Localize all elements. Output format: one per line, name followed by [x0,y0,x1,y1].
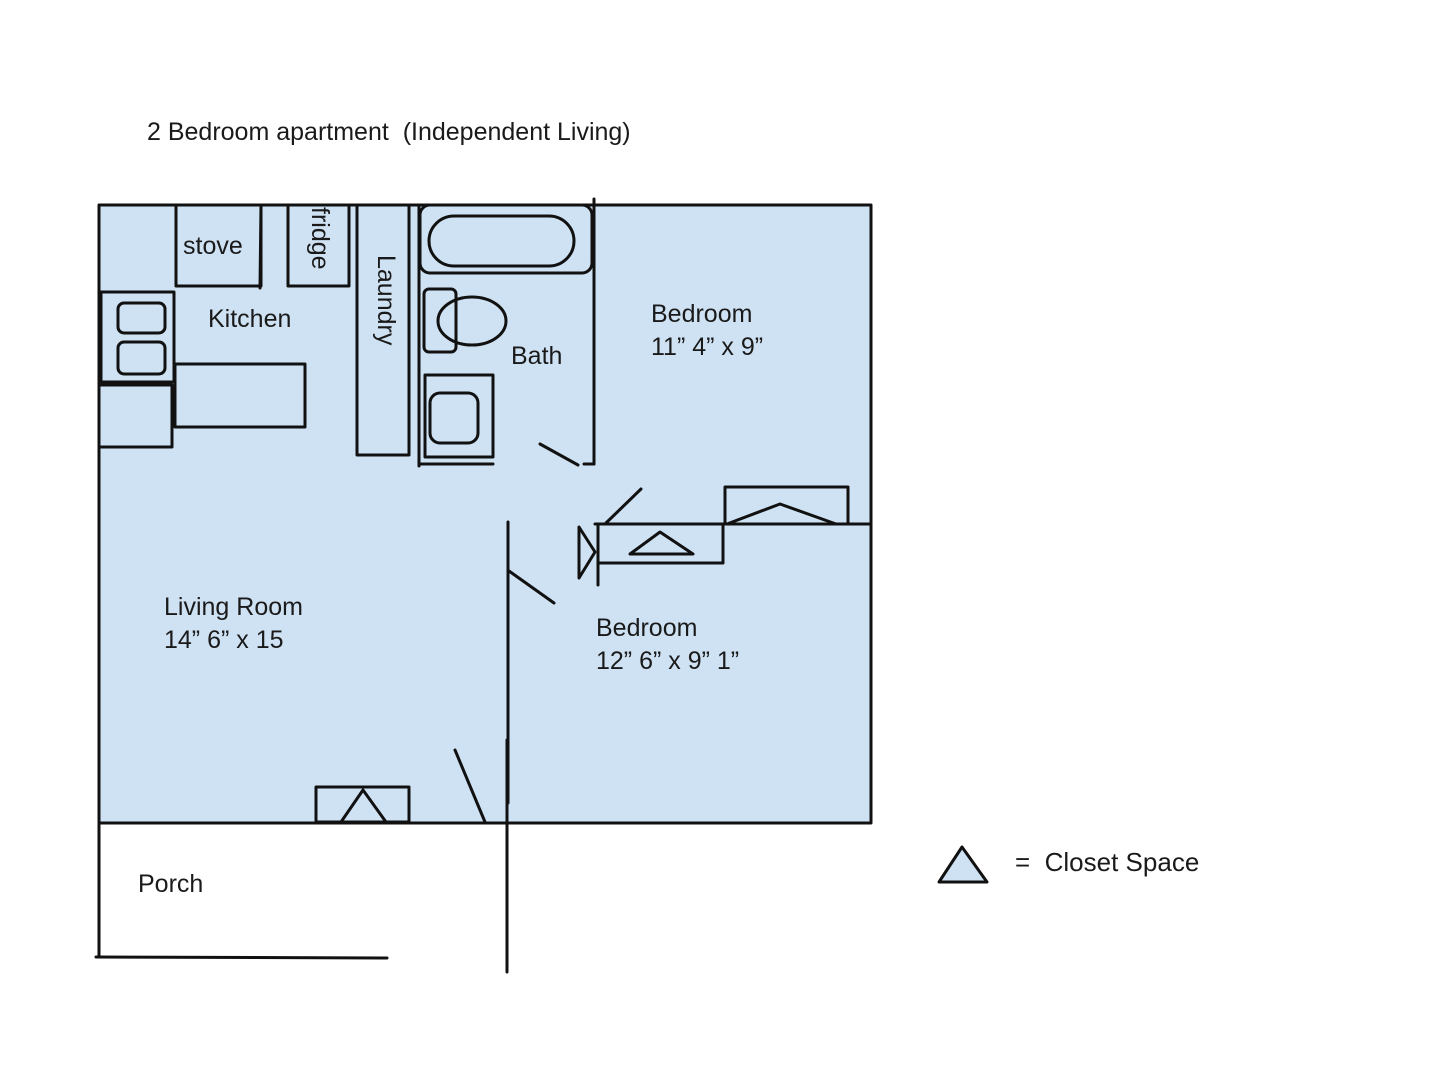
floor-plan-title: 2 Bedroom apartment (Independent Living) [147,118,631,146]
sink-basin-2 [116,340,167,376]
legend-closet-space-text: = Closet Space [1015,847,1200,877]
bedroom-2-dimensions: 12” 6” x 9” 1” [596,647,740,675]
closet-triangle-bedroom-1 [725,502,838,526]
legend-closet-icon [937,845,989,884]
toilet-bowl [436,295,508,347]
shower-outline [423,373,495,459]
bedroom-2-label: Bedroom [596,614,698,642]
closet-triangle-side [577,525,597,580]
entry-door-swing [453,748,487,824]
counter-corner [97,383,174,449]
bedroom-1-dimensions: 11” 4” x 9” [651,333,764,361]
laundry-label: Laundry [372,255,400,346]
sink-basin-1 [116,301,167,335]
shower-basin [428,391,480,445]
living-room-dimensions: 14” 6” x 15 [164,626,284,654]
laundry-closet [355,203,411,457]
bath-label: Bath [511,342,563,370]
bathtub-basin [427,214,576,268]
closet-triangle-bedroom-2 [628,530,695,556]
kitchen-island [173,362,307,429]
kitchen-label: Kitchen [208,305,292,333]
fridge-label: fridge [306,207,334,270]
porch-label: Porch [138,870,204,898]
bedroom-1-door-swing [604,487,643,525]
fridge-outline [286,203,351,288]
toilet-tank [422,287,458,354]
bathtub-outline [418,203,594,275]
bedroom-2-door-swing [507,569,556,605]
stove-label: stove [183,232,243,260]
apartment-outline [97,203,873,825]
living-room-label: Living Room [164,593,303,621]
closet-triangle-living-room [339,788,388,824]
bedroom-1-label: Bedroom [651,300,753,328]
sink-counter [99,290,176,384]
bath-door-swing [538,442,580,467]
